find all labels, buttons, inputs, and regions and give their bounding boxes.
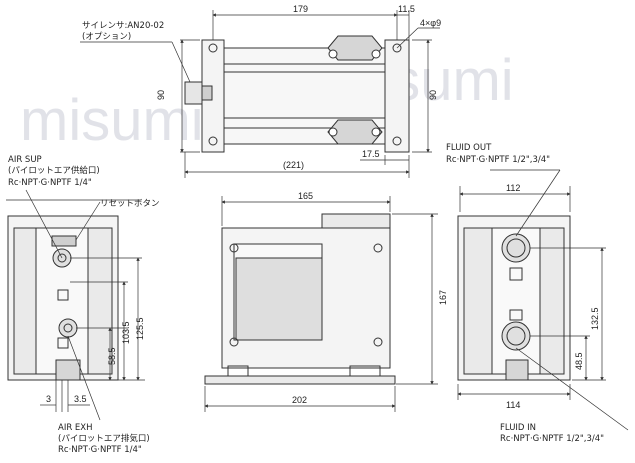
- dim-left-w2: 3.5: [74, 394, 87, 404]
- bolt-icon: [373, 337, 383, 347]
- dim-left-w1: 3: [46, 394, 51, 404]
- dim-height-left: 90: [156, 90, 166, 100]
- dim-height-right: 90: [428, 90, 438, 100]
- dim-overall: (221): [283, 160, 304, 170]
- dim-left-h1: 125.5: [135, 317, 145, 340]
- label-air-exh-3: Rc·NPT·G·NPTF 1/4": [58, 445, 142, 455]
- hole-icon: [392, 43, 402, 53]
- dim-holes: 4×φ9: [420, 18, 441, 28]
- bolt-icon: [373, 243, 383, 253]
- label-air-sup-1: AIR SUP: [8, 155, 42, 165]
- label-air-sup-2: (パイロットエア供給口): [8, 165, 100, 176]
- dim-top-offset: 11.5: [398, 4, 415, 14]
- dim-left-h2: 103.5: [121, 321, 131, 344]
- right-side-view: [457, 215, 571, 381]
- dim-front-width: 165: [298, 191, 313, 201]
- top-view: [184, 35, 410, 153]
- label-fluid-in-1: FLUID IN: [500, 423, 536, 433]
- top-right-plate: [384, 39, 410, 153]
- fluid-out-port: [501, 233, 531, 263]
- label-air-exh-1: AIR EXH: [58, 423, 93, 433]
- dim-front-height: 167: [438, 290, 448, 305]
- fluid-in-port: [501, 321, 531, 351]
- label-air-exh-2: (パイロットエア排気口): [58, 433, 150, 444]
- silencer: [184, 81, 203, 105]
- air-exh-port: [58, 318, 78, 338]
- dim-base-width: 202: [292, 395, 307, 405]
- top-hex-2: [327, 119, 383, 145]
- watermark-text: misumi: [20, 88, 204, 153]
- label-fluid-in-2: Rc·NPT·G·NPTF 1/2",3/4": [500, 434, 604, 444]
- label-reset-button: リセットボタン: [100, 199, 160, 209]
- label-air-sup-3: Rc·NPT·G·NPTF 1/4": [8, 178, 92, 188]
- top-hex-1: [327, 35, 383, 61]
- dim-right-h1: 132.5: [590, 307, 600, 330]
- dim-side-base: 114: [506, 400, 520, 410]
- label-fluid-out-1: FLUID OUT: [446, 143, 492, 153]
- label-silencer-2: (オプション): [82, 32, 131, 42]
- left-side-view: [7, 215, 119, 381]
- hole-icon: [208, 43, 218, 53]
- bolt-icon: [229, 243, 239, 253]
- reset-button: [51, 235, 77, 247]
- hole-icon: [392, 136, 402, 146]
- dim-right-h2: 48.5: [574, 352, 584, 370]
- dim-edge-offset: 17.5: [362, 149, 380, 159]
- front-view: [204, 213, 396, 385]
- dim-side-width: 112: [506, 183, 520, 193]
- dim-top-length: 179: [293, 4, 308, 14]
- bolt-icon: [229, 337, 239, 347]
- dim-left-h3: 58.5: [107, 347, 117, 365]
- label-silencer-1: サイレンサ:AN20-02: [82, 21, 164, 31]
- hole-icon: [208, 136, 218, 146]
- label-fluid-out-2: Rc·NPT·G·NPTF 1/2",3/4": [446, 155, 550, 165]
